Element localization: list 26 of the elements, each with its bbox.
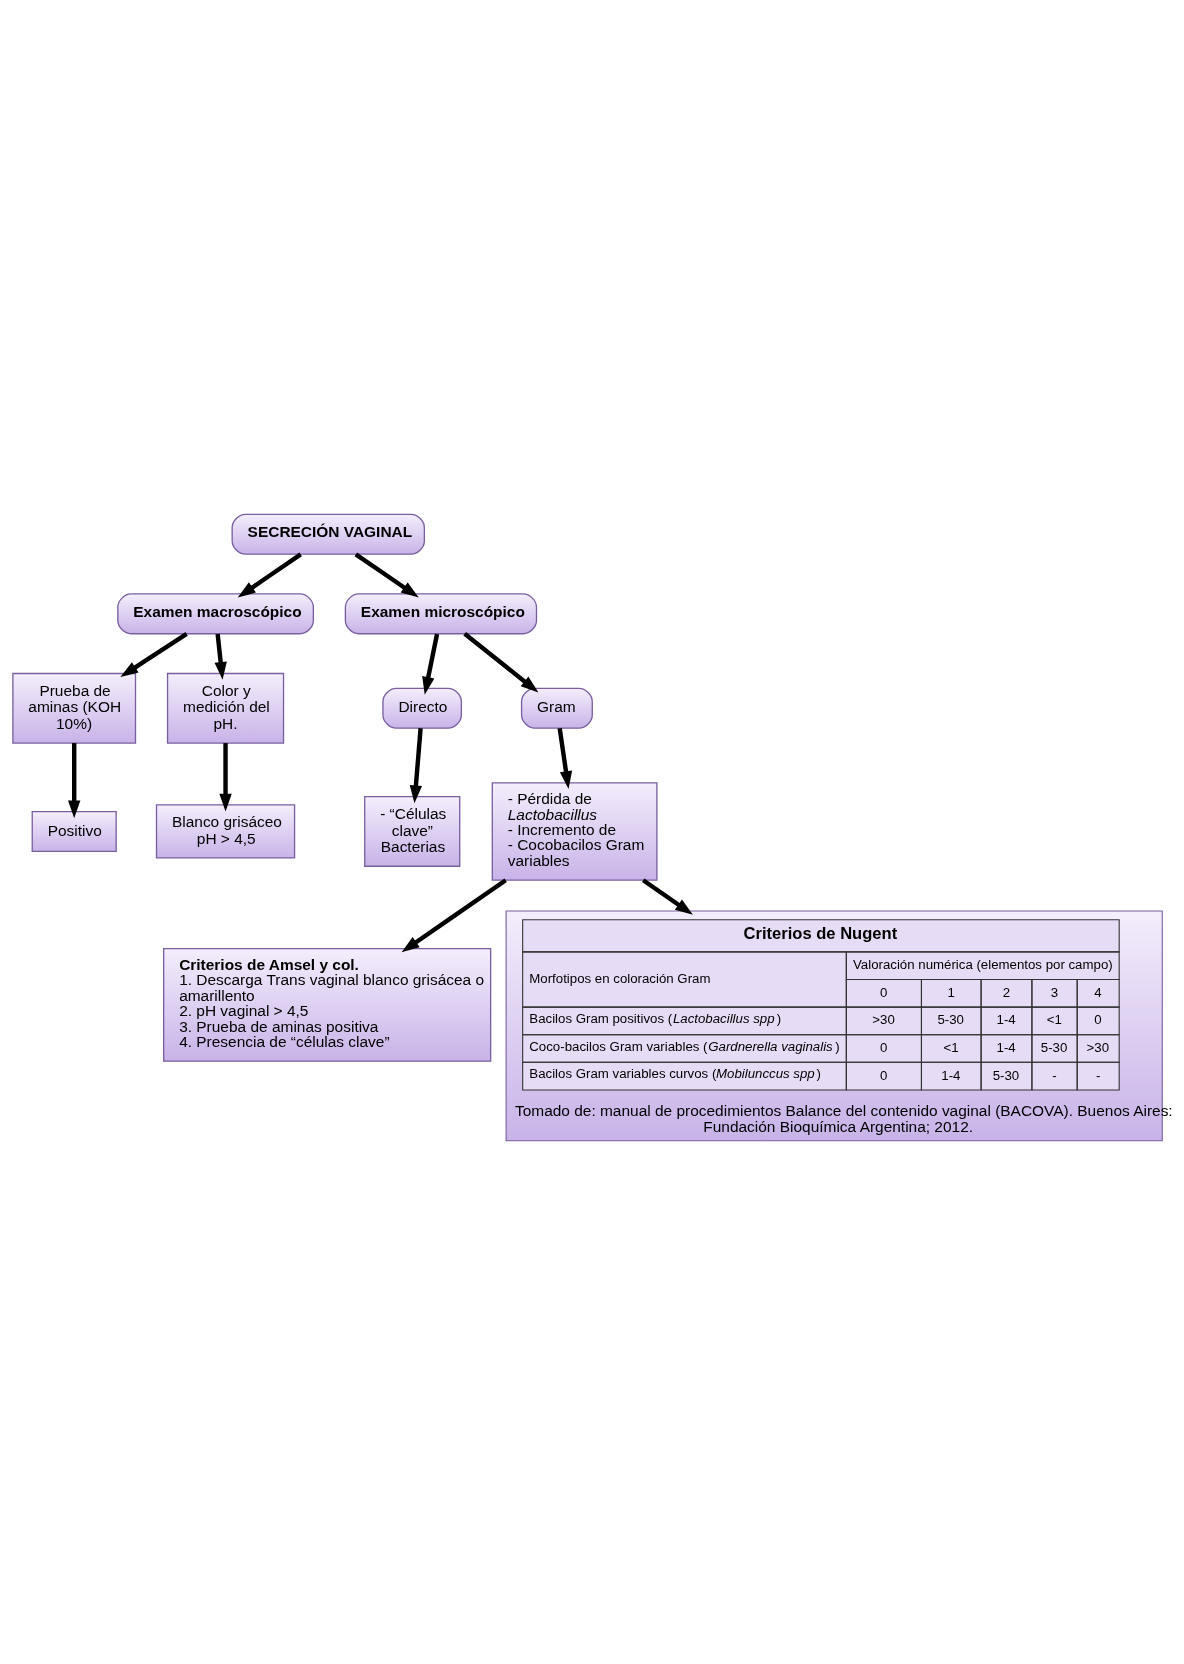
- label: Morfotipos en coloración Gram: [529, 970, 711, 986]
- label: Coco-bacilos Gram variables (Gardnerella vaginalis): [529, 1038, 840, 1054]
- label: 1-4: [996, 1039, 1016, 1055]
- label: -: [1052, 1067, 1057, 1083]
- label: 0: [880, 1039, 888, 1055]
- label: Bacilos Gram variables curvos (Mobilunccus spp): [529, 1066, 821, 1082]
- label: Valoración numérica (elementos por campo): [852, 957, 1113, 973]
- label: 5-30: [1040, 1039, 1068, 1055]
- label: 5-30: [992, 1067, 1020, 1083]
- label: Criterios de Nugent: [743, 923, 898, 943]
- label: 0: [880, 1067, 888, 1083]
- label: 1-4: [996, 1012, 1016, 1028]
- label: 0: [880, 984, 888, 1000]
- label: 5-30: [937, 1012, 964, 1028]
- label: 1-4: [941, 1067, 961, 1083]
- label: >30: [872, 1012, 895, 1028]
- label: 2: [1002, 984, 1011, 1000]
- label: 1: [947, 984, 955, 1000]
- label: <1: [1046, 1012, 1062, 1028]
- label: <1: [943, 1039, 959, 1055]
- label: 3: [1050, 984, 1059, 1000]
- label: -: [1095, 1067, 1101, 1083]
- label: Bacilos Gram positivos (Lactobacillus spp): [529, 1011, 782, 1027]
- label: >30: [1086, 1039, 1110, 1055]
- label: 0: [1094, 1012, 1102, 1028]
- label: 4: [1094, 984, 1102, 1000]
